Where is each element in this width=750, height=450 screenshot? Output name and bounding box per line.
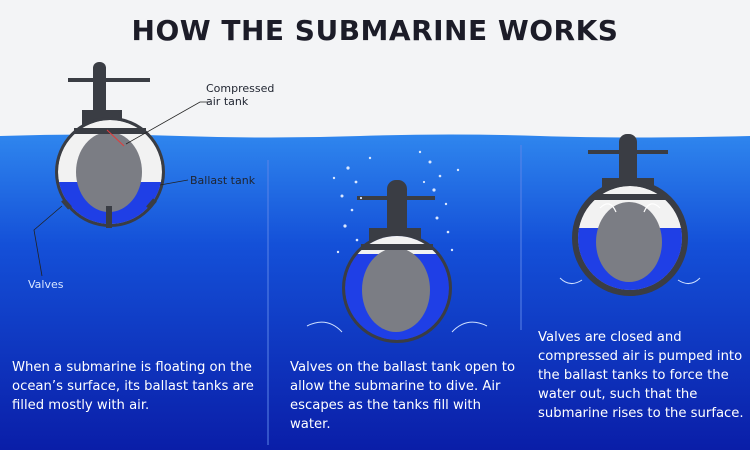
label-valves: Valves: [28, 278, 64, 291]
leader-valves: [33, 205, 63, 277]
leader-ballast-tank: [159, 179, 189, 186]
panel-2-description: Valves on the ballast tank open to allow…: [290, 360, 516, 432]
page-title: HOW THE SUBMARINE WORKS: [131, 14, 619, 47]
submarine-surfacing: [559, 134, 701, 296]
panel-3-description: Valves are closed and compressed air is …: [538, 330, 744, 421]
submarine-floating: [55, 62, 165, 228]
submarine-diving: [306, 180, 488, 343]
leader-compressed-air: [125, 101, 210, 145]
label-compressed-air-tank: Compressed air tank: [206, 82, 275, 108]
panel-1-description: When a submarine is floating on the ocea…: [12, 360, 254, 413]
air-bubbles: [332, 150, 460, 254]
label-ballast-tank: Ballast tank: [190, 174, 256, 187]
sky-background: [0, 0, 750, 140]
